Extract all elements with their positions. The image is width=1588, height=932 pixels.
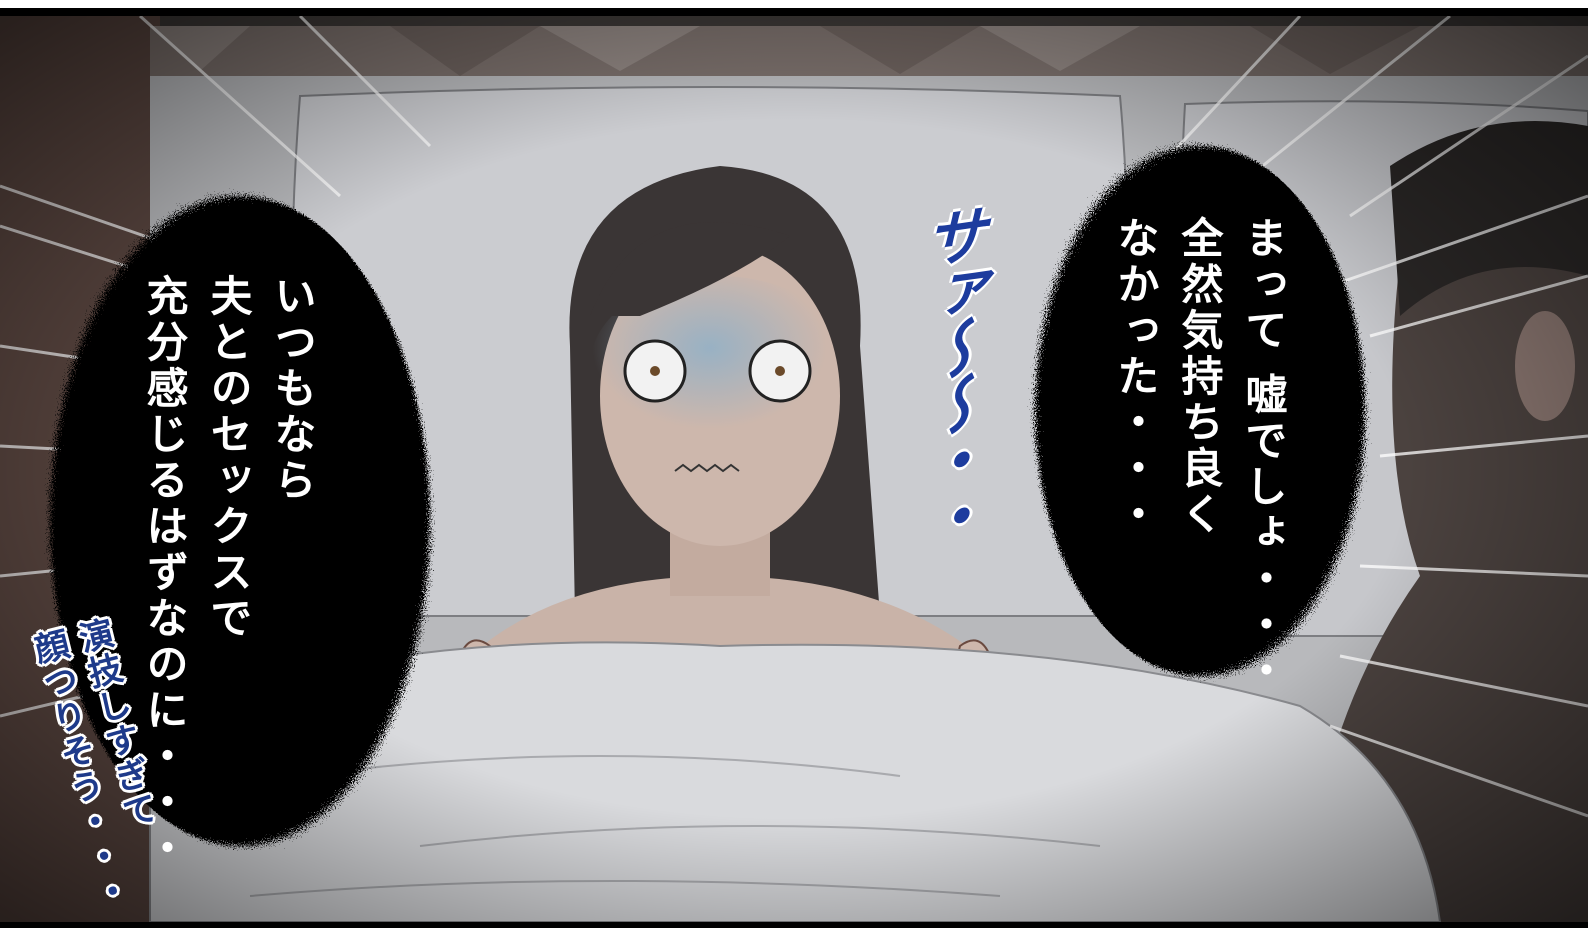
sound-effect-text: サァ〜〜・・	[914, 200, 987, 548]
bedroom-scene-illustration	[0, 16, 1588, 922]
thought-text-left: いつもなら 夫とのセックスで 充分感じるはずなのに・・・	[140, 274, 317, 872]
thought-text-right: まって 嘘でしょ・・・ 全然気持ち良く なかった・・・	[1111, 216, 1288, 695]
thought-bubble-left	[50, 196, 430, 846]
thought-bubble-right	[1035, 146, 1365, 676]
comic-panel: いつもなら 夫とのセックスで 充分感じるはずなのに・・・ まって 嘘でしょ・・・…	[0, 8, 1588, 928]
